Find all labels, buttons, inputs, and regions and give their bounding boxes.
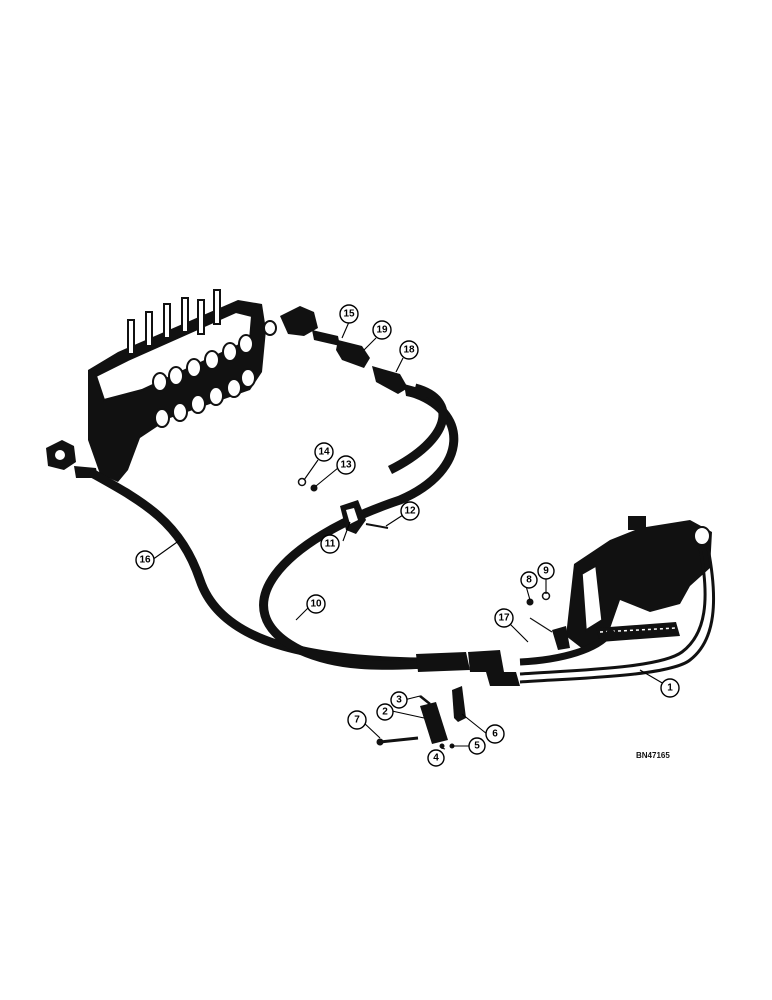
bracket-2 xyxy=(420,702,448,744)
svg-text:6: 6 xyxy=(492,729,498,740)
svg-text:5: 5 xyxy=(474,741,480,752)
callout-1: 1 xyxy=(660,678,680,698)
callout-6: 6 xyxy=(485,724,505,744)
nut-13 xyxy=(310,484,318,492)
svg-text:9: 9 xyxy=(543,566,549,577)
callout-5: 5 xyxy=(468,737,486,755)
svg-text:16: 16 xyxy=(139,555,151,566)
svg-text:4: 4 xyxy=(433,753,439,764)
callout-19: 19 xyxy=(372,320,392,340)
callout-15: 15 xyxy=(339,304,359,324)
svg-text:1: 1 xyxy=(667,683,673,694)
svg-text:10: 10 xyxy=(310,599,322,610)
svg-text:14: 14 xyxy=(318,447,330,458)
callout-10: 10 xyxy=(306,594,326,614)
hose-couplers xyxy=(416,650,520,686)
callout-8: 8 xyxy=(520,571,538,589)
svg-text:13: 13 xyxy=(340,460,352,471)
svg-text:8: 8 xyxy=(526,575,532,586)
svg-text:15: 15 xyxy=(343,309,355,320)
nut-8 xyxy=(526,598,534,606)
clamp-11 xyxy=(340,500,366,534)
callout-4: 4 xyxy=(427,749,445,767)
svg-text:2: 2 xyxy=(382,707,388,718)
svg-text:11: 11 xyxy=(325,539,336,550)
svg-text:3: 3 xyxy=(396,695,402,706)
drawing-code: BN47165 xyxy=(636,751,670,760)
callout-2: 2 xyxy=(376,703,394,721)
washer-4 xyxy=(439,743,445,749)
callout-12: 12 xyxy=(400,501,420,521)
callout-3: 3 xyxy=(390,691,408,709)
callout-18: 18 xyxy=(399,340,419,360)
callout-14: 14 xyxy=(314,442,334,462)
hose-17 xyxy=(519,627,615,666)
bolt-7 xyxy=(379,736,419,744)
svg-text:19: 19 xyxy=(376,325,388,336)
fitting-19 xyxy=(336,340,370,368)
tube-1 xyxy=(519,547,716,684)
fitting-15 xyxy=(312,330,340,346)
bolt-3 xyxy=(419,695,431,705)
callout-11: 11 xyxy=(320,534,340,554)
auxiliary-valve xyxy=(566,516,712,650)
fitting-18 xyxy=(372,366,426,400)
hose-10 xyxy=(259,387,459,670)
callout-13: 13 xyxy=(336,455,356,475)
control-valve-block xyxy=(46,289,318,482)
svg-text:17: 17 xyxy=(498,613,510,624)
washer-14 xyxy=(297,477,307,487)
svg-text:12: 12 xyxy=(404,506,416,517)
svg-text:18: 18 xyxy=(403,345,415,356)
clip-6 xyxy=(452,686,466,722)
svg-text:7: 7 xyxy=(354,715,360,726)
callout-17: 17 xyxy=(494,608,514,628)
clip-17 xyxy=(552,626,570,650)
leader-lines xyxy=(151,321,665,750)
callout-7: 7 xyxy=(347,710,367,730)
callout-16: 16 xyxy=(135,550,155,570)
bolt-12 xyxy=(365,523,389,529)
callout-9: 9 xyxy=(537,562,555,580)
